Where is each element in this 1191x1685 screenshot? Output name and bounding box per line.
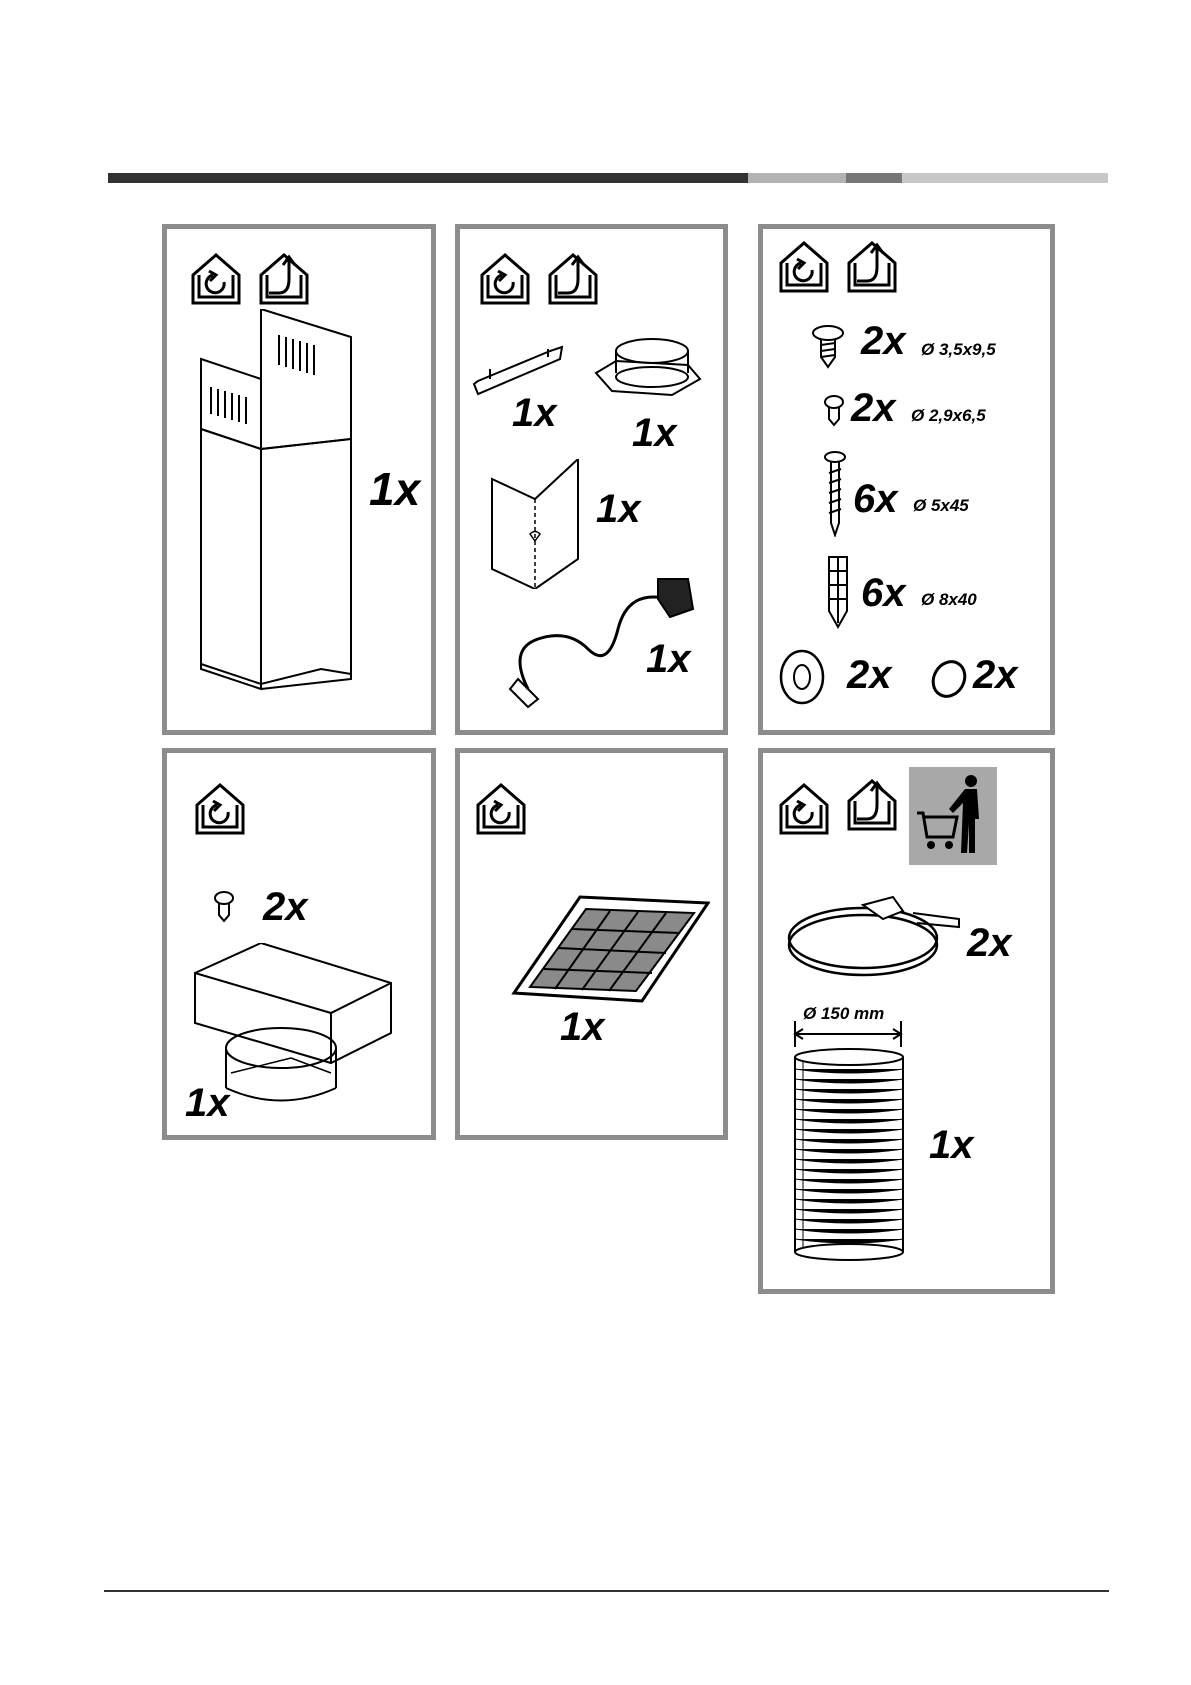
screw-small-dimension: Ø 2,9x6,5 [911, 407, 986, 424]
extraction-house-icon [257, 251, 311, 307]
flexible-duct-quantity: 1x [929, 1125, 974, 1165]
power-cord-quantity: 1x [646, 639, 691, 679]
chimney-illustration [181, 309, 361, 709]
long-screw-icon [823, 451, 847, 537]
header-stripe-dark [108, 173, 748, 183]
panel-hardware: 2x Ø 3,5x9,5 2x Ø 2,9x6,5 6x Ø 5x45 6x Ø… [758, 224, 1055, 735]
template-sheet-quantity: 1x [596, 489, 641, 529]
recirculation-house-icon [189, 251, 243, 307]
flexible-duct-illustration [789, 1047, 909, 1267]
deflector-box-quantity: 1x [185, 1083, 230, 1123]
flange-quantity: 1x [632, 413, 677, 453]
bracket-quantity: 1x [512, 393, 557, 433]
flange-illustration [592, 333, 702, 403]
diameter-arrow [793, 1019, 903, 1049]
carbon-filter-illustration [510, 893, 710, 1003]
header-stripe-light-1 [748, 173, 846, 183]
chimney-quantity: 1x [369, 466, 420, 512]
deflector-screw-icon [213, 891, 235, 923]
long-screw-quantity: 6x [853, 479, 898, 519]
screw-small-icon [823, 395, 845, 427]
screw-large-icon [811, 325, 845, 369]
washer-icon [777, 647, 827, 707]
hose-clamp-illustration [783, 893, 963, 983]
extraction-house-icon [845, 239, 899, 295]
extraction-house-icon [845, 777, 899, 833]
recirculation-house-icon [777, 781, 831, 837]
panel-deflector: 2x 1x [162, 748, 436, 1140]
recirculation-house-icon [474, 781, 528, 837]
screw-small-quantity: 2x [851, 388, 896, 428]
panel-accessories: 1x 1x 1x 1x [455, 224, 728, 735]
recirculation-house-icon [777, 239, 831, 295]
long-screw-dimension: Ø 5x45 [913, 497, 969, 514]
panel-ducting: 2x Ø 150 mm 1x [758, 748, 1055, 1294]
washer-quantity: 2x [847, 655, 892, 695]
wall-plug-icon [823, 551, 853, 631]
ring-icon [929, 657, 969, 701]
ring-quantity: 2x [973, 655, 1018, 695]
screw-large-dimension: Ø 3,5x9,5 [921, 341, 996, 358]
panel-carbon-filter: 1x [455, 748, 728, 1140]
bracket-illustration [470, 339, 570, 399]
shopping-cart-person-icon [909, 767, 997, 865]
carbon-filter-quantity: 1x [560, 1007, 605, 1047]
extraction-house-icon [546, 251, 600, 307]
screw-large-quantity: 2x [861, 321, 906, 361]
recirculation-house-icon [478, 251, 532, 307]
panel-chimney: 1x [162, 224, 436, 735]
header-stripe-mid [846, 173, 902, 183]
footer-rule [104, 1590, 1109, 1592]
wall-plug-quantity: 6x [861, 573, 906, 613]
hose-clamp-quantity: 2x [967, 923, 1012, 963]
wall-plug-dimension: Ø 8x40 [921, 591, 977, 608]
header-stripe-light-2 [902, 173, 1108, 183]
deflector-screw-quantity: 2x [263, 887, 308, 927]
recirculation-house-icon [193, 781, 247, 837]
